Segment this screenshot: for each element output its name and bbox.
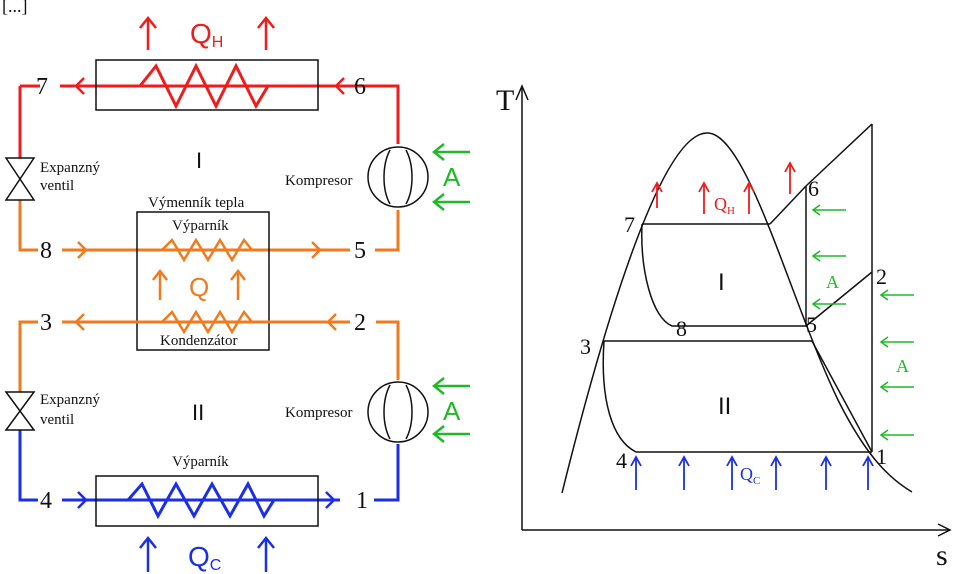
work-arrows-1 [431,143,470,211]
exchanger-evaporator-coil [150,237,262,263]
point-3-label: 3 [40,310,52,336]
pipe-7-down-red [18,84,40,158]
ts-point-3: 3 [580,334,591,359]
ts-heat-in-arrows [630,455,874,490]
point-1-label: 1 [356,488,368,514]
point-7-label: 7 [36,74,48,100]
ts-work-arrows-1 [811,204,846,310]
work-label-1: A [443,162,461,192]
point-5-label: 5 [354,238,366,264]
evaporator-label: Výparník [172,454,229,470]
heat-out-arrows [139,15,275,50]
x-axis-label: s [936,539,948,572]
valve-1-line2: ventil [40,178,74,194]
cycle-1 [641,185,873,327]
condenser-box [95,59,319,111]
ts-heat-out-label: QH [714,194,735,217]
valve-2-line1: Expanzný [40,392,100,408]
ts-work-label-2: A [896,356,909,376]
compressor-2-label: Kompresor [285,405,353,421]
point-2-label: 2 [354,310,366,336]
ts-point-6: 6 [808,176,819,201]
ts-work-arrows-2 [879,289,914,441]
cycle-2 [602,123,873,453]
work-label-2: A [443,396,461,426]
ts-heat-in-label: QC [740,464,760,487]
ts-point-1: 1 [876,444,887,469]
evaporator-box [95,475,319,527]
schematic: QH 7 6 Expanzný ventil Kompresor A I Vým… [4,15,470,574]
arrow-3-head [74,313,85,331]
exchanger-q-label: Q [189,272,209,302]
ts-point-5: 5 [806,312,817,337]
saturation-dome [561,132,913,494]
arrow-8-head [77,241,88,259]
pipe-compressor-to-2-orange [376,320,400,380]
expansion-valve-2 [4,391,36,431]
arrow-2-head [326,313,337,331]
exchanger-heat-arrows [152,268,246,300]
point-8-label: 8 [40,238,52,264]
arrow-5-head [311,241,322,259]
pipe-6-compressor-red [380,84,400,144]
pipe-5-compressor-orange [375,210,400,252]
compressor-1 [367,146,429,208]
point-4-label: 4 [40,488,52,514]
x-axis-arrow [937,523,952,537]
ts-point-7: 7 [624,212,635,237]
ts-point-2: 2 [876,264,887,289]
work-arrows-2 [431,377,470,443]
ts-region-1: I [718,269,725,296]
exchanger-title: Výmenník tepla [148,195,245,211]
exchanger-condenser-label: Kondenzátor [160,333,237,349]
y-axis-arrow [515,84,529,101]
compressor-1-symbol [383,149,413,205]
y-axis-label: T [496,84,514,117]
pipe-3-down-orange [18,320,38,392]
compressor-2-symbol [383,384,413,440]
ts-region-2: II [718,393,731,420]
heat-in-label: QC [188,541,221,574]
heat-in-arrows [139,535,275,572]
corner-mark: [...] [2,0,28,16]
evaporator-coil [108,480,296,520]
compressor-2 [367,381,429,443]
point-6-label: 6 [354,74,366,100]
pipe-1-compressor-blue [374,444,400,502]
expansion-valve-1 [4,157,36,201]
ts-heat-out-arrows [651,161,796,214]
arrow-4-head [77,491,88,509]
arrow-6-head [334,77,345,95]
condenser-coil [108,62,296,110]
valve-1-line1: Expanzný [40,160,100,176]
exchanger-evaporator-label: Výparník [172,218,229,234]
ts-point-4: 4 [616,448,627,473]
exchanger-condenser-coil [150,309,262,335]
arrow-1-head [325,491,336,509]
pipe-valve-to-8-orange [18,200,38,252]
loop-2-label: II [192,400,204,425]
heat-out-label: QH [190,18,223,51]
ts-diagram: T s 7 6 8 5 2 3 4 1 I II [496,84,952,572]
arrow-7-head [74,77,85,95]
loop-1-label: I [196,148,202,173]
ts-work-label-1: A [826,272,839,292]
pipe-valve-to-4-blue [18,430,38,502]
ts-point-8: 8 [676,316,687,341]
heat-exchanger-box [136,211,270,351]
valve-2-line2: ventil [40,412,74,428]
compressor-1-label: Kompresor [285,173,353,189]
